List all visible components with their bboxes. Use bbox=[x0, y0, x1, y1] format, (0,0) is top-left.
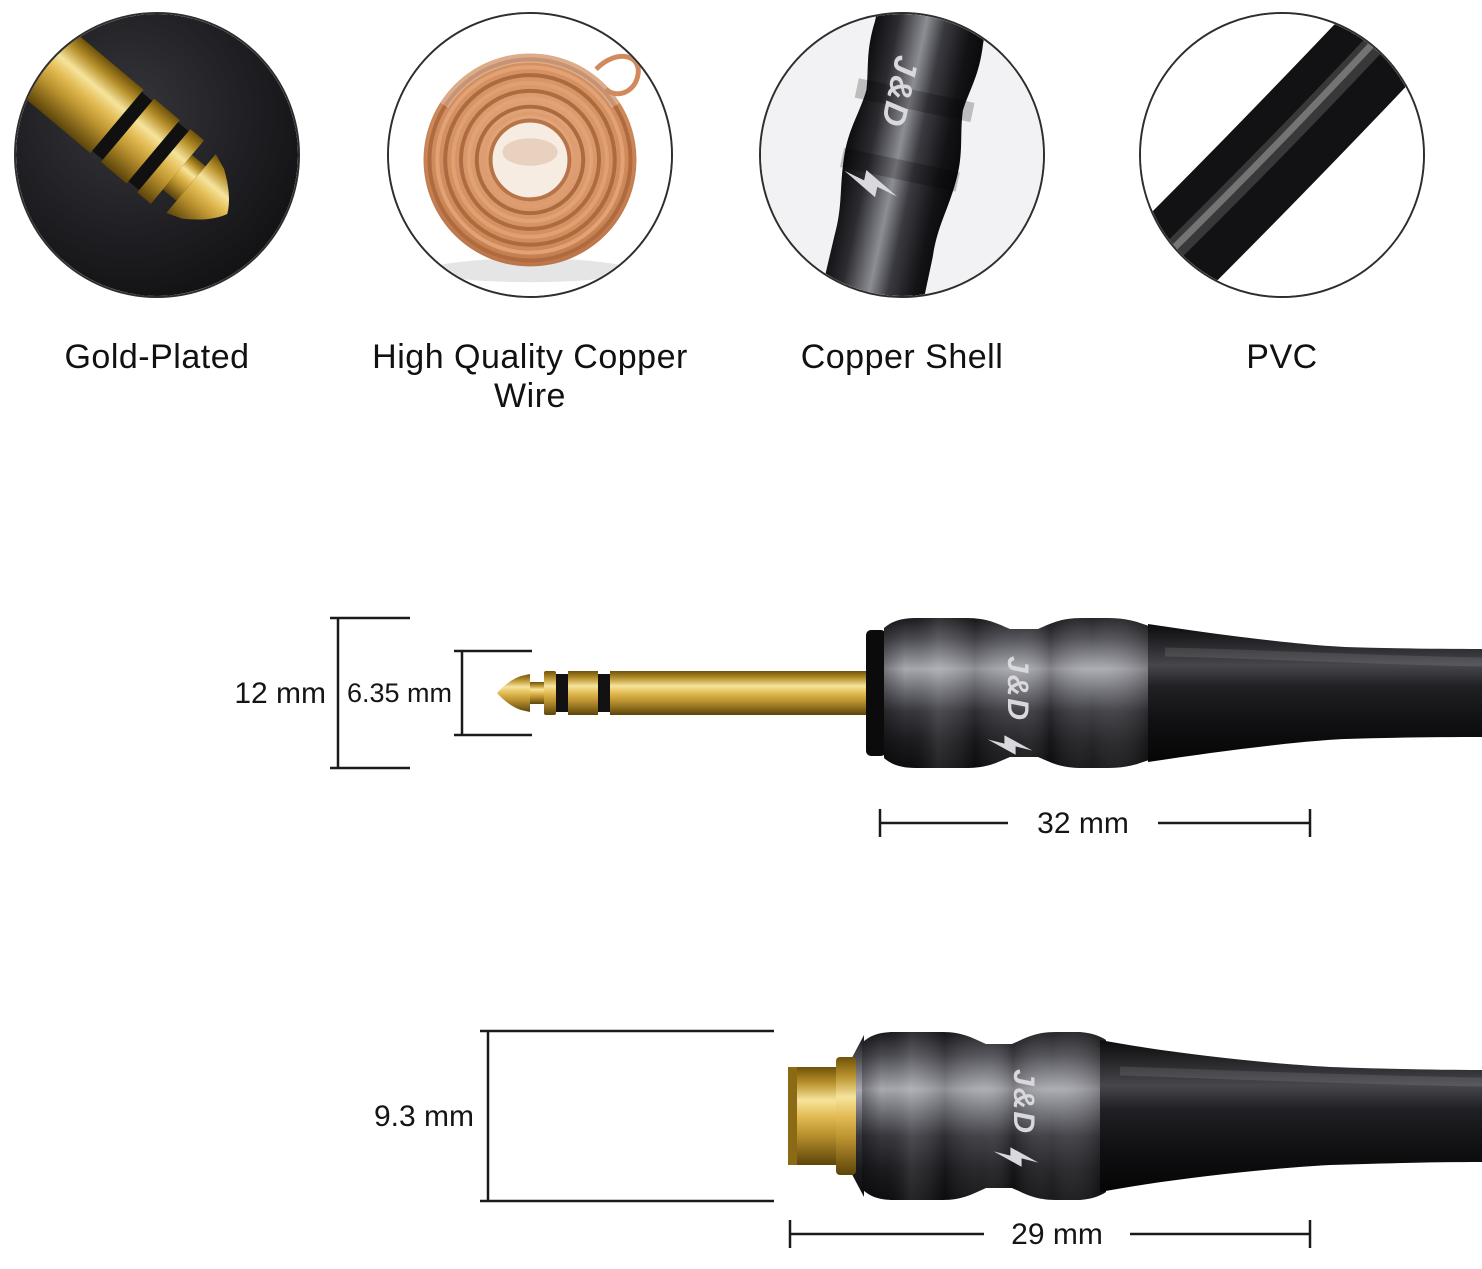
brand-logo-text: J&D bbox=[1007, 1069, 1040, 1135]
feature-copper-shell: J&D Copper Shell bbox=[712, 12, 1092, 377]
lightning-bolt-icon bbox=[844, 170, 898, 198]
dimension-12mm: 12 mm bbox=[234, 616, 410, 770]
dimension-32mm: 32 mm bbox=[878, 807, 1312, 840]
feature-label-copper-wire: High Quality Copper Wire bbox=[372, 338, 688, 415]
dim-label-29mm: 29 mm bbox=[1011, 1218, 1103, 1251]
feature-copper-wire: High Quality Copper Wire bbox=[340, 12, 720, 416]
feature-label-copper-shell: Copper Shell bbox=[800, 338, 1004, 376]
pvc-cable-icon bbox=[1141, 14, 1423, 296]
brand-logo-male: J&D bbox=[1001, 656, 1034, 722]
male-cable-boot bbox=[1148, 624, 1482, 762]
female-jack-diagram: J&D 9.3 mm 29 mm bbox=[0, 1005, 1482, 1269]
dimension-6-35mm: 6.35 mm bbox=[347, 649, 532, 737]
female-cable-boot bbox=[1100, 1040, 1482, 1192]
copper-shell-connector-icon: J&D bbox=[761, 14, 1043, 296]
feature-gold-plated: Gold-Plated bbox=[0, 12, 347, 377]
male-plug-washer bbox=[866, 630, 886, 756]
copper-wire-coil-icon bbox=[389, 14, 671, 296]
dimension-29mm: 29 mm bbox=[788, 1218, 1312, 1251]
feature-label-gold-plated: Gold-Plated bbox=[64, 338, 250, 376]
cable-highlight bbox=[1164, 647, 1482, 667]
female-shell: J&D bbox=[862, 1032, 1106, 1200]
brand-logo-text: J&D bbox=[1001, 656, 1034, 722]
dim-label-9-3mm: 9.3 mm bbox=[374, 1100, 474, 1133]
feature-label-pvc: PVC bbox=[1246, 338, 1318, 376]
dimension-9-3mm: 9.3 mm bbox=[374, 1029, 774, 1203]
lightning-bolt-icon bbox=[987, 735, 1033, 755]
male-plug-diagram: J&D 12 mm 6.35 mm bbox=[0, 590, 1482, 880]
dim-label-32mm: 32 mm bbox=[1037, 807, 1129, 840]
gold-plug-tip-icon bbox=[16, 14, 298, 296]
cable-highlight bbox=[1119, 1066, 1482, 1087]
copper-shell-photo-circle: J&D bbox=[759, 12, 1045, 298]
feature-pvc: PVC bbox=[1092, 12, 1472, 377]
male-plug-shell: J&D bbox=[884, 618, 1152, 768]
male-plug-tip bbox=[497, 671, 876, 715]
dim-label-6-35mm: 6.35 mm bbox=[347, 678, 452, 708]
female-socket bbox=[788, 1035, 864, 1197]
dim-label-12mm: 12 mm bbox=[234, 677, 326, 710]
pvc-photo-circle bbox=[1139, 12, 1425, 298]
lightning-bolt-icon bbox=[993, 1147, 1039, 1167]
brand-logo-female: J&D bbox=[1007, 1069, 1040, 1135]
gold-plated-photo-circle bbox=[14, 12, 300, 298]
copper-wire-photo-circle bbox=[387, 12, 673, 298]
